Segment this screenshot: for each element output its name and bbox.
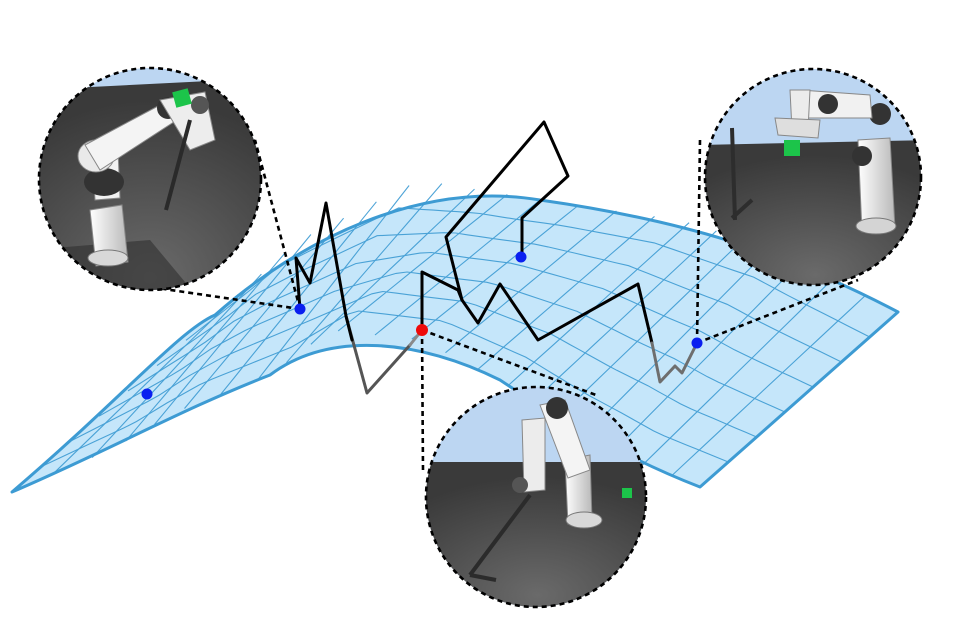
selected-state-point	[416, 324, 428, 336]
grid-line-u	[642, 277, 834, 466]
callout-top-right-b	[696, 278, 859, 345]
callout-top-left-a	[253, 139, 302, 310]
grid-line-v	[40, 310, 729, 468]
callout-top-left-b	[129, 282, 301, 311]
path-segment-hidden-left-2	[344, 314, 354, 342]
grid-line-u	[557, 238, 744, 419]
callout-lines	[129, 139, 859, 471]
grid-line-v	[127, 251, 814, 392]
grid-line-u	[532, 230, 717, 403]
grid-line-u	[445, 210, 617, 354]
robot-arm-with-stick-icon	[426, 387, 646, 607]
callout-bottom-b	[421, 328, 597, 397]
robot-arm-gripping-cube-icon	[705, 69, 921, 285]
grid-line-u	[671, 294, 867, 477]
exploration-path	[294, 120, 699, 395]
grid-line-v	[98, 271, 786, 417]
manifold-surface	[10, 183, 900, 494]
state-point-left	[141, 388, 153, 400]
grid-line-u	[125, 253, 285, 442]
grid-line-u	[285, 183, 443, 364]
grid-line-u	[477, 215, 655, 370]
grid-line-u	[374, 199, 541, 336]
state-point-top	[515, 251, 527, 263]
snapshot-bottom	[424, 385, 648, 609]
state-point-right	[691, 337, 703, 349]
grid-line-u	[257, 185, 410, 381]
snapshot-top-left	[37, 66, 263, 292]
grid-line-u	[337, 194, 508, 332]
robot-arm-holding-cube-icon	[39, 68, 261, 290]
path-segment-hidden-left	[344, 314, 412, 395]
surface-grid	[40, 183, 870, 477]
path-segment-centre	[420, 270, 654, 345]
grid-line-u	[507, 222, 690, 386]
surface-patch	[10, 194, 900, 494]
grid-line-u	[585, 246, 772, 435]
grid-line-v	[156, 232, 842, 367]
grid-line-u	[154, 234, 312, 425]
snapshot-top-right	[703, 67, 923, 287]
grid-line-u	[310, 188, 475, 345]
state-point-top-left	[294, 303, 306, 315]
path-segment-hidden-right	[650, 341, 699, 384]
callout-top-right-a	[695, 139, 702, 344]
state-points	[141, 251, 703, 400]
path-segment-loop	[444, 120, 570, 302]
grid-line-v	[185, 207, 870, 341]
grid-line-u	[91, 273, 262, 458]
grid-line-u	[411, 205, 579, 340]
path-segment-left	[294, 201, 348, 318]
grid-line-u	[613, 260, 802, 452]
callout-bottom-a	[420, 329, 425, 471]
grid-line-u	[51, 294, 239, 476]
